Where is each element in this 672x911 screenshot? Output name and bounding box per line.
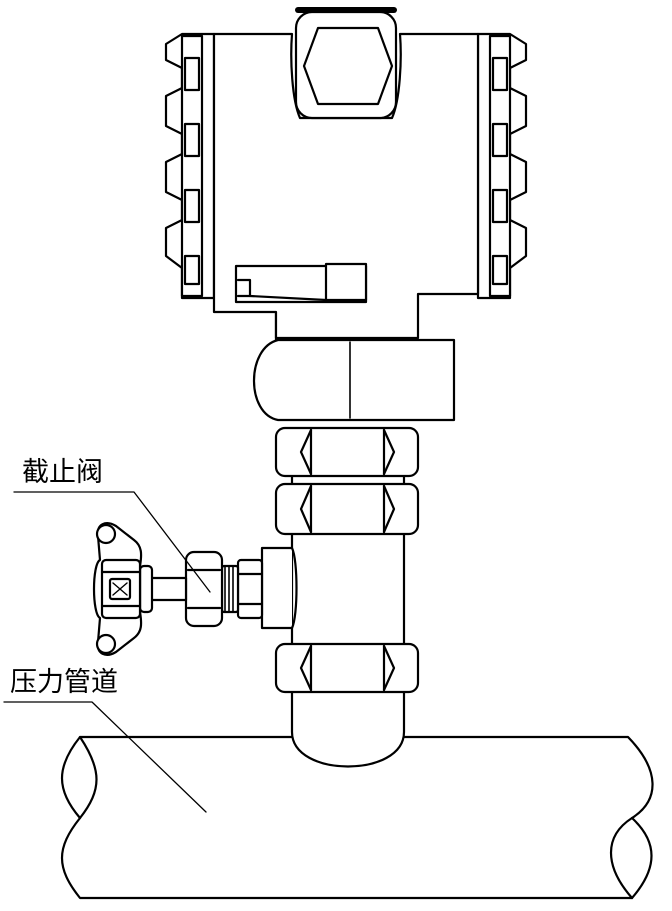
label-pressure-pipe: 压力管道 bbox=[10, 667, 118, 698]
label-valve: 截止阀 bbox=[22, 457, 103, 488]
valve-leader-line bbox=[13, 491, 211, 593]
hex-nut-middle bbox=[274, 482, 420, 536]
valve-thread bbox=[220, 564, 240, 614]
valve-body-nut bbox=[184, 550, 224, 628]
valve-handwheel bbox=[92, 522, 154, 656]
pressure-pipe bbox=[60, 735, 654, 900]
pipe-leader-line bbox=[3, 701, 207, 813]
hex-nut-top bbox=[274, 426, 420, 478]
hex-nut-bottom bbox=[274, 642, 420, 694]
leader-lines bbox=[3, 491, 211, 813]
valve-stem bbox=[148, 576, 188, 602]
valve-branch bbox=[236, 546, 298, 630]
transmitter-housing bbox=[164, 7, 528, 340]
